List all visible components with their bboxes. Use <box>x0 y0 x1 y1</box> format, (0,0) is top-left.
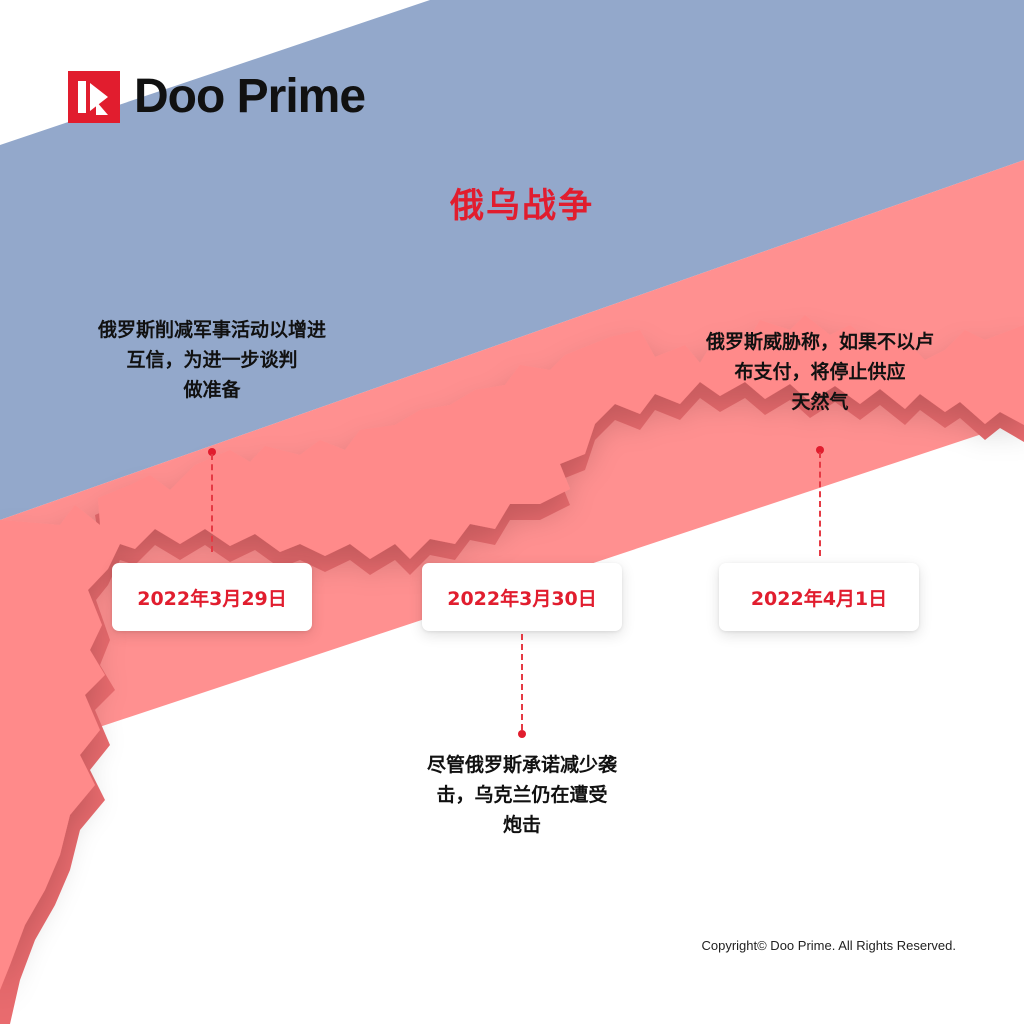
connector-dot <box>518 730 526 738</box>
timeline-connector-1 <box>208 448 216 552</box>
brand-logo: Doo Prime <box>68 70 366 124</box>
event-line: 做准备 <box>183 379 241 401</box>
date-card-3: 2022年4月1日 <box>719 563 919 631</box>
date-card-2: 2022年3月30日 <box>422 563 622 631</box>
event-line: 俄罗斯削减军事活动以增进 <box>97 319 326 341</box>
brand-name: Doo Prime <box>134 70 366 123</box>
event-line: 布支付，将停止供应 <box>734 361 906 383</box>
event-line: 天然气 <box>791 391 849 413</box>
event-text-3: 俄罗斯威胁称，如果不以卢 布支付，将停止供应 天然气 <box>670 327 970 417</box>
event-text-1: 俄罗斯削减军事活动以增进 互信，为进一步谈判 做准备 <box>62 315 362 405</box>
connector-dot <box>816 446 824 454</box>
timeline-connector-2 <box>518 634 526 738</box>
page-title: 俄乌战争 <box>450 186 594 226</box>
event-text-2: 尽管俄罗斯承诺减少袭 击，乌克兰仍在遭受 炮击 <box>382 750 662 840</box>
connector-line <box>819 452 821 556</box>
map-shape <box>0 315 1024 990</box>
date-card-1: 2022年3月29日 <box>112 563 312 631</box>
event-line: 炮击 <box>502 814 541 836</box>
event-line: 尽管俄罗斯承诺减少袭 <box>426 754 617 776</box>
connector-dot <box>208 448 216 456</box>
event-line: 互信，为进一步谈判 <box>126 349 298 371</box>
connector-line <box>211 454 213 552</box>
connector-line <box>521 634 523 730</box>
copyright-text: Copyright© Doo Prime. All Rights Reserve… <box>701 938 956 953</box>
blue-band <box>0 0 1024 520</box>
timeline-connector-3 <box>816 446 824 556</box>
doo-prime-logo-icon <box>68 71 120 123</box>
event-line: 击，乌克兰仍在遭受 <box>436 784 608 806</box>
event-line: 俄罗斯威胁称，如果不以卢 <box>705 331 934 353</box>
